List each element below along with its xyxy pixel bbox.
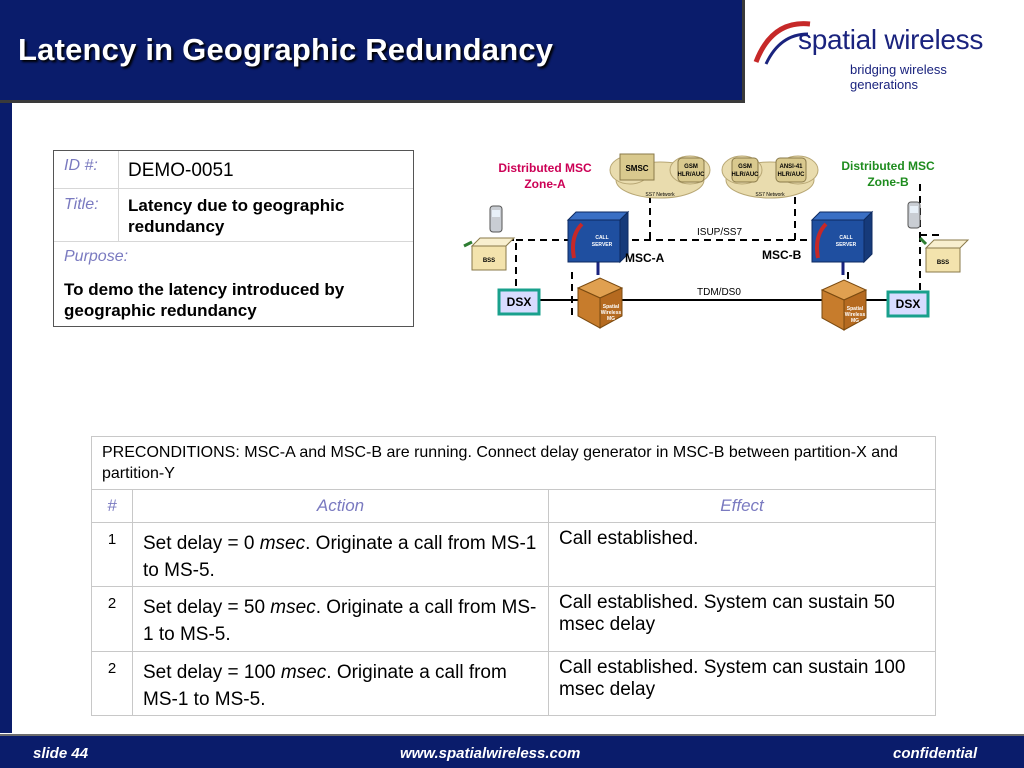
title-bar: Latency in Geographic Redundancy [0,0,745,103]
call-server-a-label: CALL [595,235,608,241]
row-number: 1 [91,521,133,588]
divider [118,151,119,189]
logo-name: spatial wireless [798,24,984,55]
dsx-a-label: DSX [507,295,532,309]
preconditions-row: PRECONDITIONS: MSC-A and MSC-B are runni… [90,435,937,491]
action-text: Set delay = 100 [143,661,281,683]
table-row: 2 Set delay = 50 msec. Originate a call … [91,586,937,652]
company-logo: spatial wireless bridging wireless gener… [752,14,1002,92]
gsm-hlr-b-label-2: HLR/AUC [732,172,760,178]
bss-a-label: BSS [483,258,495,264]
gsm-hlr-label-2: HLR/AUC [678,172,706,178]
table-row: 2 Set delay = 100 msec. Originate a call… [91,650,937,716]
mg-a-label-3: MG [607,316,615,322]
left-rule [0,103,12,733]
table-row: 1 Set delay = 0 msec. Originate a call f… [91,521,937,588]
logo-swoosh-icon [753,21,811,65]
title-row: Title: Latency due to geographic redunda… [54,189,413,242]
action-unit: msec [259,532,306,554]
header-effect: Effect [547,489,937,523]
media-gateway-a-icon: Spatial Wireless MG [576,277,624,329]
row-effect: Call established. [547,521,937,588]
network-diagram: SMSC GSM HLR/AUC SS7 Network GSM HLR/AUC… [463,153,970,331]
action-unit: msec [270,597,316,619]
purpose-label: Purpose: [64,248,129,265]
zone-a-label: Distributed MSC [498,161,592,175]
phone-b-icon [907,201,921,229]
ss7-cloud-b: GSM HLR/AUC ANSI-41 HLR/AUC SS7 Network [721,155,819,199]
zone-a-label-2: Zone-A [524,177,566,191]
row-action: Set delay = 0 msec. Originate a call fro… [132,521,549,588]
row-number: 2 [91,586,133,652]
footer-bar: slide 44 www.spatialwireless.com confide… [0,734,1024,768]
dsx-a-box: DSX [497,288,541,316]
id-row: ID #: DEMO-0051 [54,151,413,189]
mg-a-label: Spatial [603,304,620,310]
gsm-hlr-b-label: GSM [738,164,752,170]
ansi-hlr-label: ANSI-41 [779,164,803,170]
tdm-label: TDM/DS0 [697,287,741,298]
ss7-cloud-a: SMSC GSM HLR/AUC SS7 Network [609,153,711,199]
mg-b-label-3: MG [851,318,859,324]
test-info-box: ID #: DEMO-0051 Title: Latency due to ge… [53,150,414,327]
bss-a-icon: BSS [463,237,516,271]
row-effect: Call established. System can sustain 100… [547,650,937,716]
title-value: Latency due to geographic redundancy [128,196,345,236]
isup-label: ISUP/SS7 [697,227,742,238]
row-number: 2 [91,650,133,716]
call-server-a-label-2: SERVER [592,242,613,248]
divider [118,189,119,242]
call-server-a-icon: CALL SERVER [566,210,630,264]
ss7-network-label: SS7 Network [645,192,675,198]
row-action: Set delay = 50 msec. Originate a call fr… [132,586,549,652]
dsx-b-box: DSX [886,290,930,318]
bss-b-icon: BSS [918,236,970,273]
slide-title: Latency in Geographic Redundancy [18,32,554,67]
header-action: Action [132,489,549,523]
test-steps-table: PRECONDITIONS: MSC-A and MSC-B are runni… [90,435,937,716]
call-server-b-label-2: SERVER [836,242,857,248]
header-num: # [91,489,133,523]
media-gateway-b-icon: Spatial Wireless MG [820,279,868,331]
mg-b-label: Spatial [847,306,864,312]
ansi-hlr-label-2: HLR/AUC [778,172,806,178]
table-header-row: # Action Effect [91,489,937,523]
smsc-label: SMSC [625,164,648,173]
logo-tagline: bridging wireless generations [850,62,947,92]
dsx-b-label: DSX [896,297,921,311]
gsm-hlr-label: GSM [684,164,698,170]
mg-a-label-2: Wireless [601,310,622,316]
call-server-b-icon: CALL SERVER [810,210,874,264]
call-server-b-label: CALL [839,235,852,241]
purpose-value: To demo the latency introduced by geogra… [64,280,345,320]
msc-a-label: MSC-A [625,251,665,265]
slide-number: slide 44 [33,745,89,762]
id-label: ID #: [64,157,98,174]
row-action: Set delay = 100 msec. Originate a call f… [132,650,549,716]
action-text-rest: . Originate a call from MS-1 to MS-5. [143,597,537,646]
row-effect: Call established. System can sustain 50 … [547,586,937,652]
phone-a-icon [489,205,503,233]
footer-url[interactable]: www.spatialwireless.com [400,745,581,762]
action-unit: msec [280,661,327,683]
action-text: Set delay = 0 [143,532,260,554]
id-value: DEMO-0051 [128,160,234,181]
confidential-label: confidential [893,745,978,762]
mg-b-label-2: Wireless [845,312,866,318]
title-label: Title: [64,196,99,213]
preconditions-cell: PRECONDITIONS: MSC-A and MSC-B are runni… [90,435,937,491]
action-text-rest: . Originate a call from MS-1 to MS-5. [143,532,537,581]
ss7-network-b-label: SS7 Network [755,192,785,198]
bss-b-label: BSS [937,260,949,266]
msc-b-label: MSC-B [762,248,802,262]
zone-b-label: Distributed MSC [841,159,935,173]
action-text: Set delay = 50 [143,597,271,619]
action-text-rest: . Originate a call from MS-1 to MS-5. [143,661,507,710]
zone-b-label-2: Zone-B [867,175,909,189]
